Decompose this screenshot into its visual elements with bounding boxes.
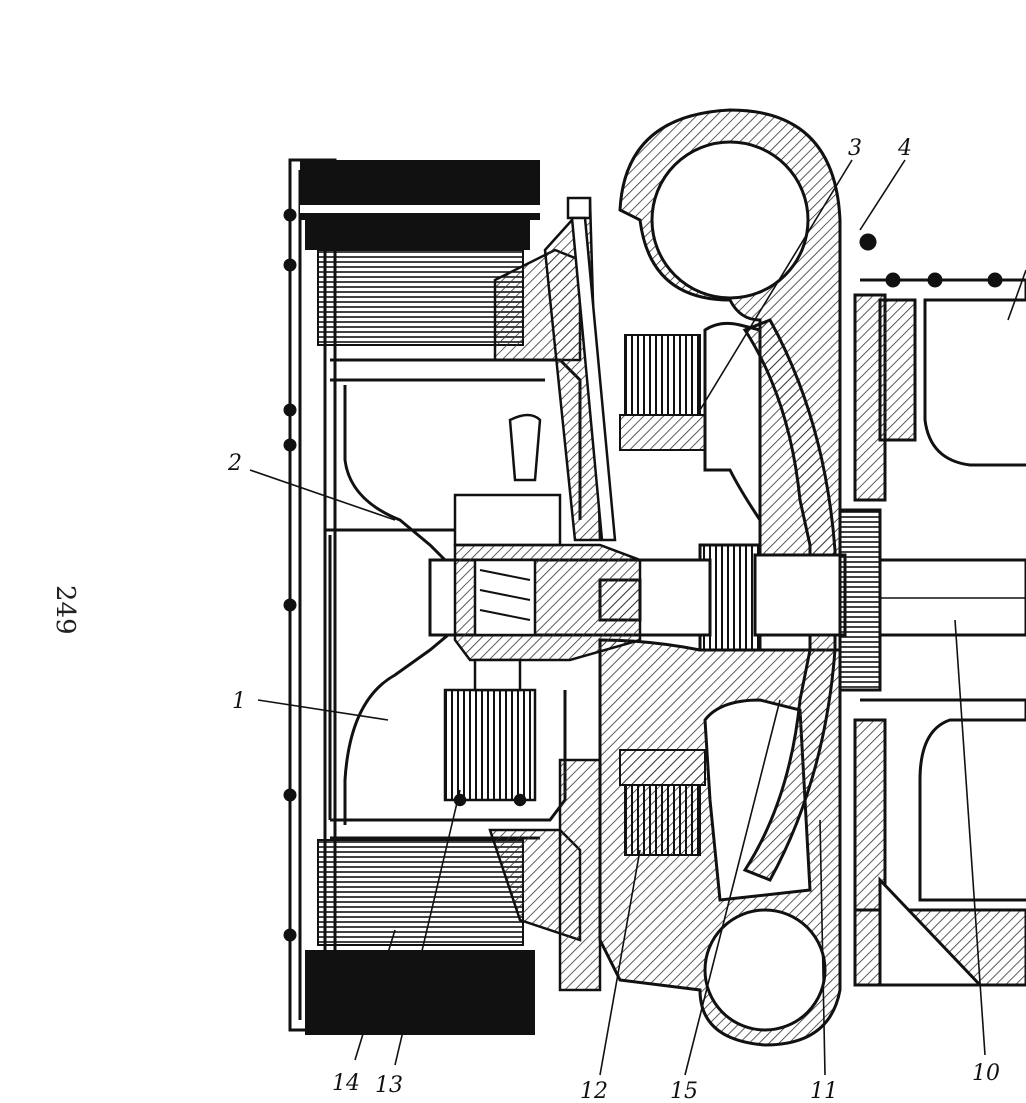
volute-top [618, 108, 842, 602]
callout-13: 13 [375, 1073, 403, 1098]
volute-bottom [598, 638, 842, 1047]
callout-1: 1 [232, 689, 246, 714]
callout-12: 12 [580, 1079, 608, 1103]
rotor-disc [698, 318, 837, 882]
labyrinth-seal-bottom [619, 749, 706, 856]
oil-pump [443, 658, 537, 807]
tie-rod [566, 196, 617, 542]
callout-11: 11 [810, 1079, 838, 1103]
callout-14: 14 [332, 1071, 360, 1096]
callout-15: 15 [670, 1079, 698, 1103]
callout-10: 10 [972, 1061, 1000, 1086]
callout-3: 3 [848, 136, 862, 161]
callout-4: 4 [897, 136, 912, 161]
callout-2: 2 [227, 451, 242, 476]
air-filter-top [300, 160, 540, 346]
bearing-housing [453, 413, 642, 662]
turbine-casing [853, 233, 1026, 987]
labyrinth-seal-top [619, 334, 706, 451]
callout-labels: 1 2 3 4 10 11 12 13 14 15 [227, 136, 1000, 1103]
air-filter-bottom [305, 839, 535, 1035]
leader-lines [249, 159, 1026, 1076]
